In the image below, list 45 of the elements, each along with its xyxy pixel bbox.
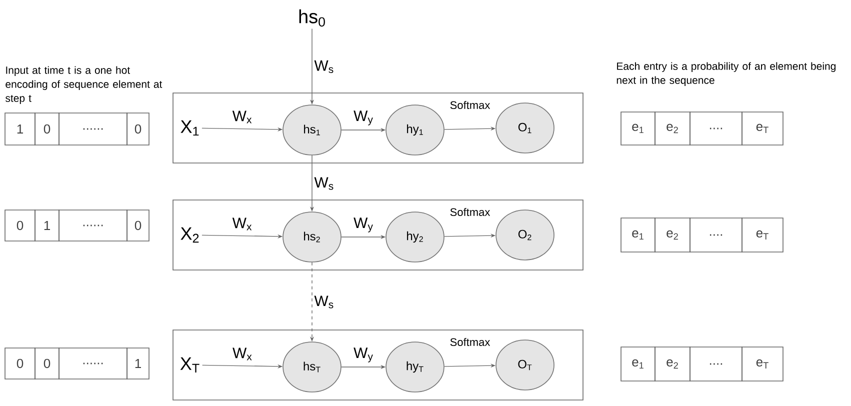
one-hot-cell: 1 <box>4 112 36 146</box>
edge-label: W$_{y}$ <box>354 110 373 126</box>
input-label: X$_{T}$ <box>180 357 200 373</box>
one-hot-cell: 0 <box>126 112 150 146</box>
probability-cell: e$_{1}$ <box>620 346 656 382</box>
one-hot-cell: ...... <box>58 348 128 380</box>
edge-label: Softmax <box>450 338 490 346</box>
row-frame <box>172 92 584 164</box>
edge-label: Softmax <box>450 208 490 216</box>
caption-text: Input at time t is a one hot encoding of sequence element at step t <box>6 66 162 104</box>
probability-cell: e$_{T}$ <box>742 346 784 382</box>
probability-cell: .... <box>690 112 742 146</box>
edge-label: W$_{s}$ <box>313 176 336 191</box>
one-hot-cell: ...... <box>58 112 128 146</box>
edge-label: W$_{y}$ <box>354 218 373 232</box>
one-hot-cell: 1 <box>126 348 150 380</box>
probability-cell: .... <box>690 346 742 382</box>
one-hot-cell: 0 <box>34 112 60 146</box>
edge-label: W$_{s}$ <box>313 59 336 74</box>
edge-label: W$_{x}$ <box>232 348 252 360</box>
probability-cell: e$_{T}$ <box>742 112 784 146</box>
one-hot-cell: 0 <box>126 210 150 242</box>
initial-state-label: hs$_{0}$ <box>299 9 325 27</box>
one-hot-cell: 0 <box>34 348 60 380</box>
one-hot-cell: ...... <box>58 210 128 242</box>
input-label: X$_{2}$ <box>180 227 199 243</box>
edge-label: W$_{x}$ <box>232 218 252 230</box>
caption-text: Each entry is a probability of an element being next in the sequence <box>616 62 836 86</box>
probability-cell: .... <box>690 218 742 252</box>
probability-cell: e$_{2}$ <box>654 218 690 252</box>
row-frame <box>172 200 584 270</box>
edge-label: W$_{s}$ <box>313 294 336 310</box>
probability-cell: e$_{T}$ <box>742 218 784 252</box>
one-hot-cell: 1 <box>34 210 60 242</box>
probability-cell: e$_{2}$ <box>654 346 690 382</box>
row-frame <box>172 330 584 400</box>
probability-cell: e$_{1}$ <box>620 218 656 252</box>
edge-label: Softmax <box>450 100 490 110</box>
edge-label: W$_{x}$ <box>232 110 252 124</box>
one-hot-cell: 0 <box>4 210 36 242</box>
input-label: X$_{1}$ <box>180 120 199 136</box>
probability-cell: e$_{1}$ <box>620 112 656 146</box>
probability-cell: e$_{2}$ <box>654 112 690 146</box>
edge-label: W$_{y}$ <box>354 348 373 362</box>
one-hot-cell: 0 <box>4 348 36 380</box>
